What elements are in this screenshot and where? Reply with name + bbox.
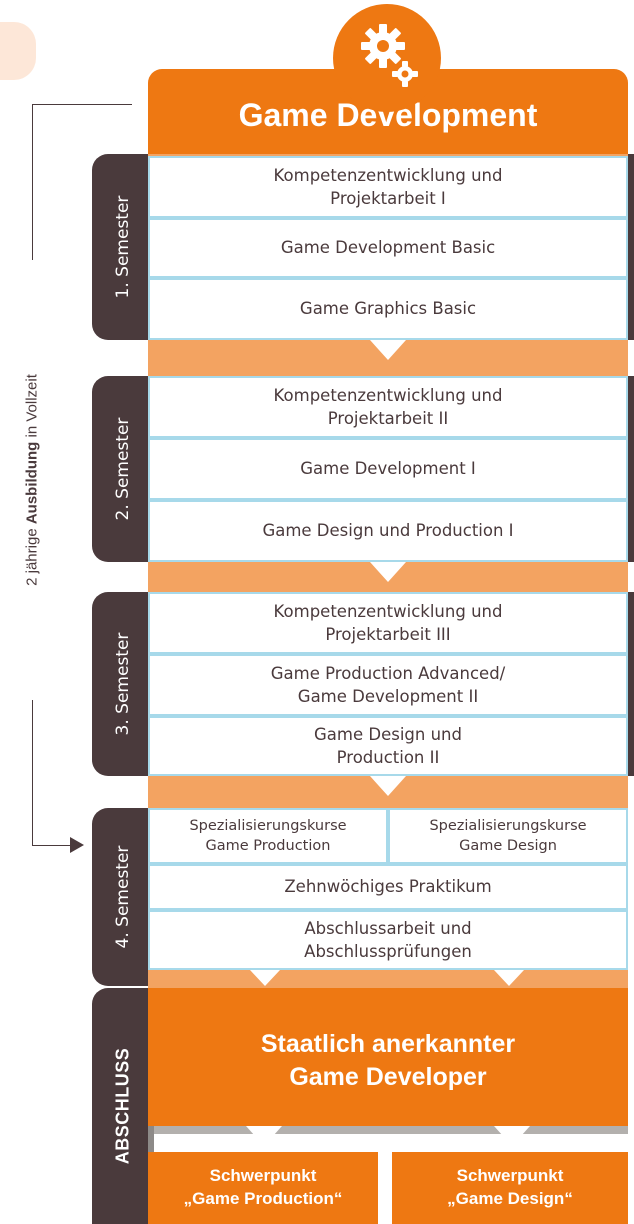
module-box: Kompetenzentwicklung und Projektarbeit I… <box>148 592 628 654</box>
module-box: Game Development Basic <box>148 218 628 278</box>
module-box-specialization-design: Spezialisierungskurse Game Design <box>388 808 628 864</box>
arrow-down-icon <box>494 1126 530 1146</box>
module-box: Zehnwöchiges Praktikum <box>148 864 628 910</box>
side-label-prefix: 2 jährige <box>23 524 41 586</box>
module-box: Game Production Advanced/ Game Developme… <box>148 654 628 716</box>
bracket-bottom-line <box>32 845 76 846</box>
degree-title: Staatlich anerkannter Game Developer <box>260 1030 516 1091</box>
semester-2-tab: 2. Semester <box>92 376 154 562</box>
module-box: Kompetenzentwicklung und Projektarbeit I <box>148 156 628 218</box>
arrow-down-icon <box>370 776 406 796</box>
arrow-down-icon <box>246 1126 282 1146</box>
arrow-down-icon <box>370 562 406 582</box>
focus-box-game-design: Schwerpunkt „Game Design“ <box>392 1152 628 1224</box>
arrow-down-icon <box>370 340 406 360</box>
arrow-down-icon <box>494 970 524 986</box>
semester-4-tab: 4. Semester <box>92 808 154 986</box>
side-label-background <box>12 260 52 700</box>
side-label-bold: Ausbildung <box>23 441 41 525</box>
module-box: Kompetenzentwicklung und Projektarbeit I… <box>148 376 628 438</box>
module-box-specialization-production: Spezialisierungskurse Game Production <box>148 808 388 864</box>
module-box: Game Design und Production I <box>148 500 628 562</box>
arrow-down-icon <box>250 970 280 986</box>
abschluss-tab: ABSCHLUSS <box>92 988 154 1224</box>
right-strip <box>628 376 634 562</box>
decorative-shape <box>0 22 36 80</box>
degree-box: Staatlich anerkannter Game Developer <box>148 988 628 1126</box>
abschluss-label: ABSCHLUSS <box>112 1047 133 1165</box>
gears-icon <box>333 4 441 112</box>
semester-4-label: 4. Semester <box>113 845 133 949</box>
arrow-right-icon <box>70 837 84 853</box>
semester-1-label: 1. Semester <box>113 195 133 299</box>
side-label-suffix: in Vollzeit <box>23 374 41 442</box>
right-strip <box>628 592 634 776</box>
bracket-top-line <box>32 104 132 105</box>
focus-box-game-production: Schwerpunkt „Game Production“ <box>148 1152 378 1224</box>
module-box: Game Development I <box>148 438 628 500</box>
module-box: Game Graphics Basic <box>148 278 628 340</box>
semester-3-tab: 3. Semester <box>92 592 154 776</box>
separator-band <box>154 1126 628 1134</box>
module-box: Abschlussarbeit und Abschlussprüfungen <box>148 910 628 970</box>
module-box: Game Design und Production II <box>148 716 628 776</box>
separator-edge <box>148 1126 154 1152</box>
right-strip <box>628 154 634 340</box>
semester-1-tab: 1. Semester <box>92 154 154 340</box>
semester-2-label: 2. Semester <box>113 417 133 521</box>
semester-3-label: 3. Semester <box>113 632 133 736</box>
